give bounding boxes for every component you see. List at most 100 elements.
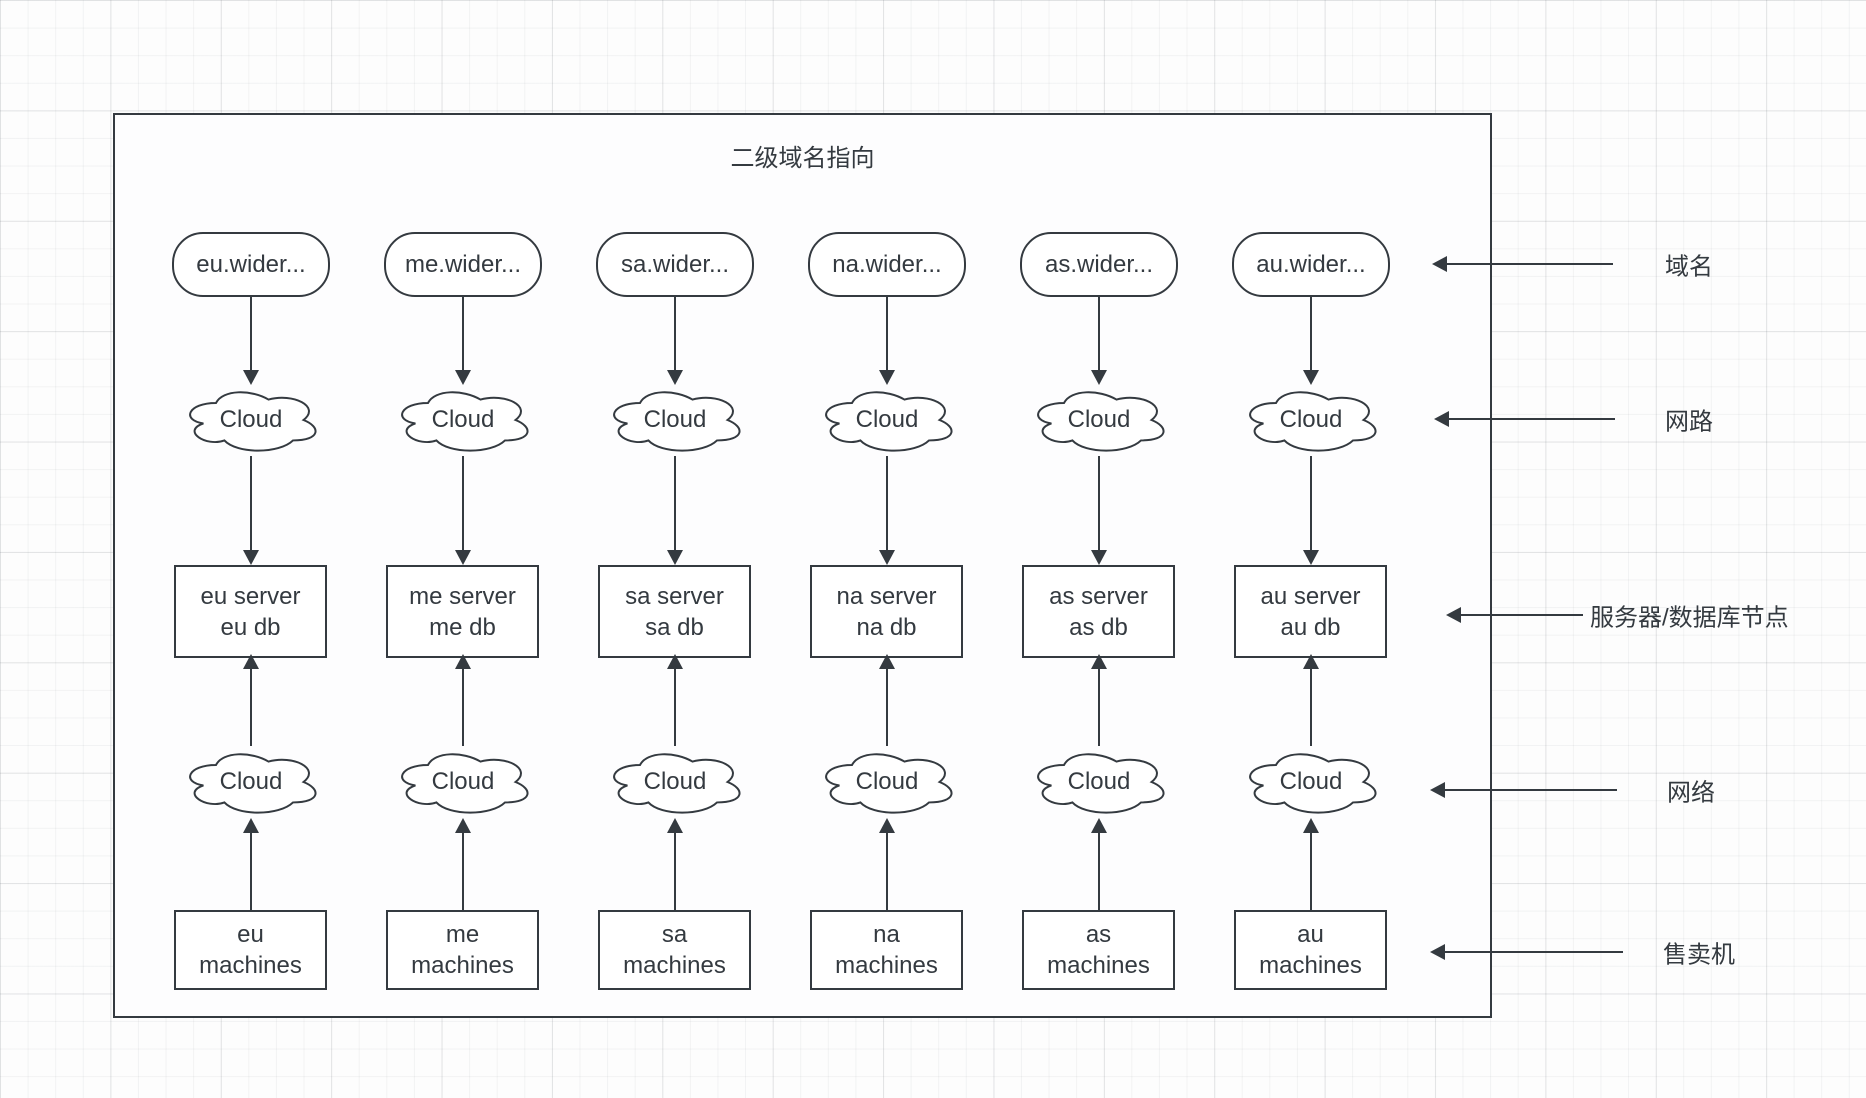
network-cloud-shape: Cloud	[179, 746, 323, 818]
arrow-down-icon	[879, 297, 895, 385]
arrow-up-icon	[667, 654, 683, 746]
domain-pill: na.wider...	[808, 232, 966, 297]
annotation-label: 售卖机	[1663, 941, 1735, 969]
server-db-node: au server au db	[1234, 565, 1387, 658]
cloud-icon	[613, 753, 741, 814]
network-cloud-shape: Cloud	[815, 384, 959, 456]
arrow-up-icon	[455, 818, 471, 910]
machines-node: sa machines	[598, 910, 751, 990]
cloud-label: Cloud	[431, 406, 495, 433]
arrow-down-icon	[1303, 297, 1319, 385]
network-cloud-shape: Cloud	[603, 384, 747, 456]
domain-pill: me.wider...	[384, 232, 542, 297]
arrow-up-icon	[243, 818, 259, 910]
network-cloud-shape: Cloud	[1239, 746, 1383, 818]
cloud-icon	[825, 753, 953, 814]
diagram-title: 二级域名指向	[730, 145, 875, 172]
machines-node: au machines	[1234, 910, 1387, 990]
machines-label-line1: sa	[661, 921, 688, 948]
machines-label-line2: machines	[1259, 952, 1362, 979]
cloud-label: Cloud	[1067, 406, 1131, 433]
arrow-left-icon	[1430, 944, 1623, 960]
cloud-label: Cloud	[431, 768, 495, 795]
domain-label: eu.wider...	[196, 250, 306, 278]
arrow-down-icon	[1303, 456, 1319, 565]
arrow-down-icon	[667, 297, 683, 385]
machines-label-line1: au	[1297, 921, 1324, 948]
network-cloud-shape: Cloud	[1239, 384, 1383, 456]
cloud-label: Cloud	[855, 406, 919, 433]
arrow-down-icon	[455, 297, 471, 385]
arrow-down-icon	[243, 297, 259, 385]
arrow-up-icon	[243, 654, 259, 746]
server-label-line1: au server	[1260, 582, 1361, 610]
cloud-label: Cloud	[643, 768, 707, 795]
diagram-column-as: as.wider... Cloud as server as db Cloud …	[1019, 232, 1179, 990]
machines-label-line1: eu	[237, 921, 264, 948]
annotation-label: 网络	[1667, 779, 1715, 807]
network-cloud-shape: Cloud	[603, 746, 747, 818]
annotation-label: 服务器/数据库节点	[1590, 604, 1789, 632]
network-cloud-shape: Cloud	[179, 384, 323, 456]
domain-label: au.wider...	[1256, 250, 1366, 278]
annotation-label: 网路	[1665, 408, 1713, 436]
network-cloud-shape: Cloud	[1027, 384, 1171, 456]
arrow-down-icon	[455, 456, 471, 565]
diagram-column-au: au.wider... Cloud au server au db Cloud …	[1231, 232, 1391, 990]
cloud-icon	[1249, 753, 1377, 814]
arrow-left-icon	[1432, 256, 1613, 272]
domain-label: sa.wider...	[620, 250, 730, 278]
cloud-label: Cloud	[1279, 768, 1343, 795]
domain-label: me.wider...	[404, 250, 522, 278]
arrow-up-icon	[1303, 654, 1319, 746]
server-label-line2: as db	[1069, 613, 1128, 641]
server-db-node: na server na db	[810, 565, 963, 658]
cloud-label: Cloud	[855, 768, 919, 795]
network-cloud-shape: Cloud	[391, 746, 535, 818]
machines-label-line1: na	[873, 921, 900, 948]
machines-node: na machines	[810, 910, 963, 990]
cloud-icon	[401, 391, 529, 452]
network-cloud-shape: Cloud	[391, 384, 535, 456]
cloud-icon	[1037, 753, 1165, 814]
arrow-down-icon	[879, 456, 895, 565]
server-label-line2: au db	[1280, 613, 1341, 641]
machines-node: eu machines	[174, 910, 327, 990]
arrow-left-icon	[1430, 782, 1617, 798]
server-label-line1: na server	[836, 582, 937, 610]
machines-label-line2: machines	[623, 952, 726, 979]
domain-label: na.wider...	[832, 250, 942, 278]
server-label-line1: me server	[409, 582, 516, 610]
server-db-node: me server me db	[386, 565, 539, 658]
domain-pill: au.wider...	[1232, 232, 1390, 297]
arrow-up-icon	[455, 654, 471, 746]
machines-label-line2: machines	[199, 952, 302, 979]
arrow-up-icon	[879, 654, 895, 746]
arrow-up-icon	[1091, 654, 1107, 746]
machines-label-line2: machines	[835, 952, 938, 979]
cloud-icon	[825, 391, 953, 452]
arrow-up-icon	[667, 818, 683, 910]
diagram-column-eu: eu.wider... Cloud eu server eu db Cloud …	[171, 232, 331, 990]
diagram-column-na: na.wider... Cloud na server na db Cloud …	[807, 232, 967, 990]
arrow-down-icon	[243, 456, 259, 565]
server-label-line1: sa server	[625, 582, 724, 610]
diagram-column-me: me.wider... Cloud me server me db Cloud …	[383, 232, 543, 990]
cloud-icon	[613, 391, 741, 452]
cloud-icon	[189, 391, 317, 452]
cloud-icon	[1249, 391, 1377, 452]
machines-node: as machines	[1022, 910, 1175, 990]
cloud-label: Cloud	[219, 768, 283, 795]
cloud-label: Cloud	[219, 406, 283, 433]
arrow-left-icon	[1446, 607, 1583, 623]
server-label-line1: eu server	[200, 582, 301, 610]
cloud-icon	[1037, 391, 1165, 452]
arrow-down-icon	[1091, 297, 1107, 385]
server-label-line2: me db	[429, 613, 496, 641]
diagram-column-sa: sa.wider... Cloud sa server sa db Cloud …	[595, 232, 755, 990]
arrow-down-icon	[667, 456, 683, 565]
machines-label-line1: as	[1085, 921, 1112, 948]
arrow-up-icon	[879, 818, 895, 910]
server-label-line1: as server	[1049, 582, 1148, 610]
